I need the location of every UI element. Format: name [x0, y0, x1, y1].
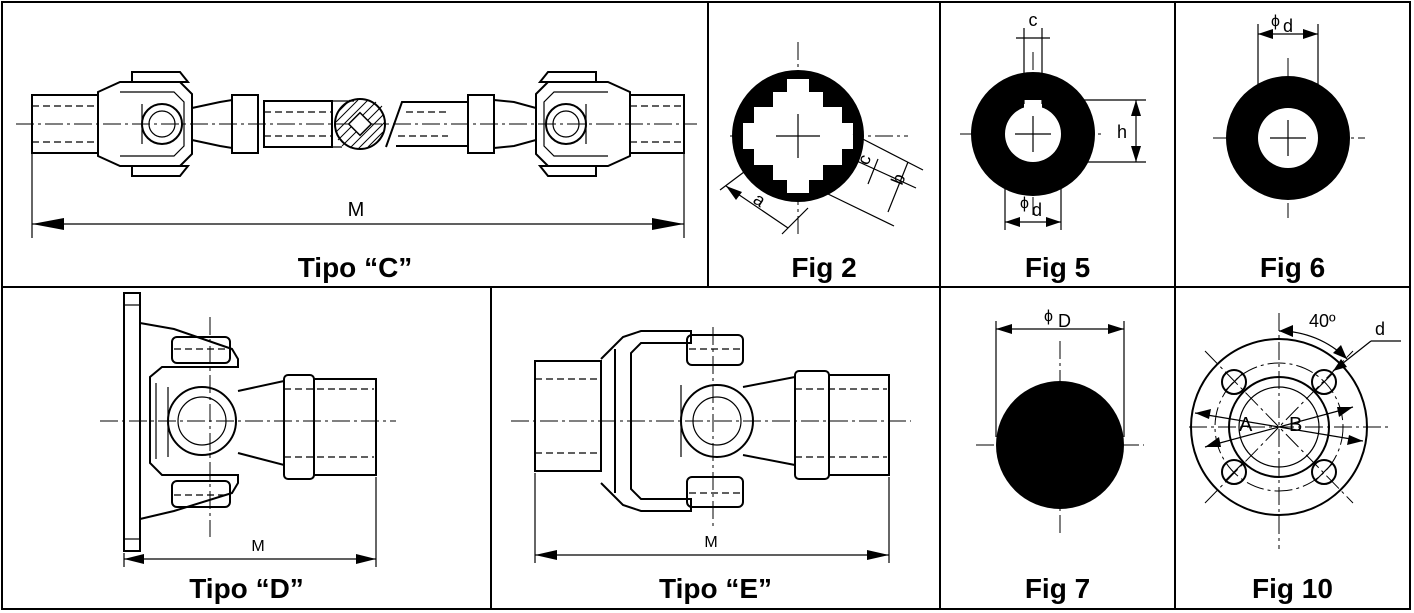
tipo-d-dim-m: M	[251, 538, 264, 555]
panel-fig-6: ϕ d Fig 6	[1175, 2, 1410, 287]
fig-6-caption: Fig 6	[1259, 252, 1326, 283]
fig-2-drawing: c b a	[719, 42, 924, 235]
fig-2-caption: Fig 2	[791, 252, 857, 283]
fig-10-angle: 40º	[1309, 311, 1336, 331]
tipo-d-drawing: M	[100, 292, 396, 567]
fig-7-caption: Fig 7	[1024, 573, 1091, 604]
panel-fig-7: ϕ D Fig 7	[940, 287, 1175, 609]
fig-5-dim-phi: ϕ	[1020, 195, 1029, 212]
fig-5-drawing: c h ϕ d	[960, 10, 1146, 230]
fig-5-dim-d: d	[1032, 200, 1042, 220]
fig-5-dim-h: h	[1117, 122, 1127, 142]
tipo-e-drawing: M	[511, 327, 911, 563]
fig-7-dim-D: D	[1058, 311, 1071, 331]
fig-7-dim-phi: ϕ	[1044, 308, 1053, 325]
tipo-d-caption: Tipo “D”	[189, 573, 304, 604]
fig-7-drawing: ϕ D	[976, 308, 1144, 533]
tipo-e-caption: Tipo “E”	[658, 573, 773, 604]
tipo-c-caption: Tipo “C”	[297, 252, 413, 283]
fig-5-dim-c: c	[1029, 10, 1038, 30]
panel-fig-2: c b a Fig 2	[708, 2, 940, 287]
fig-10-drawing: A B 40º d	[1189, 311, 1401, 549]
fig-10-dim-d: d	[1375, 319, 1385, 339]
panel-fig-5: c h ϕ d Fig 5	[940, 2, 1175, 287]
fig-10-dim-A: A	[1239, 414, 1253, 436]
panel-tipo-d: M Tipo “D”	[2, 287, 491, 609]
panel-tipo-c: M Tipo “C”	[2, 2, 708, 287]
fig-2-dim-a: a	[750, 189, 770, 212]
fig-6-drawing: ϕ d	[1213, 13, 1365, 218]
tipo-c-dim-m: M	[348, 199, 365, 221]
fig-6-dim-phi: ϕ	[1271, 13, 1280, 30]
panel-tipo-e: M Tipo “E”	[491, 287, 940, 609]
fig-10-caption: Fig 10	[1252, 573, 1333, 604]
fig-6-dim-d: d	[1283, 16, 1293, 36]
fig-5-caption: Fig 5	[1024, 252, 1091, 283]
tipo-c-drawing: M	[16, 71, 697, 238]
fig-10-dim-B: B	[1289, 414, 1302, 436]
panel-fig-10: A B 40º d Fig 10	[1175, 287, 1410, 609]
tipo-e-dim-m: M	[704, 534, 717, 551]
fig-2-dim-b: b	[887, 171, 909, 188]
